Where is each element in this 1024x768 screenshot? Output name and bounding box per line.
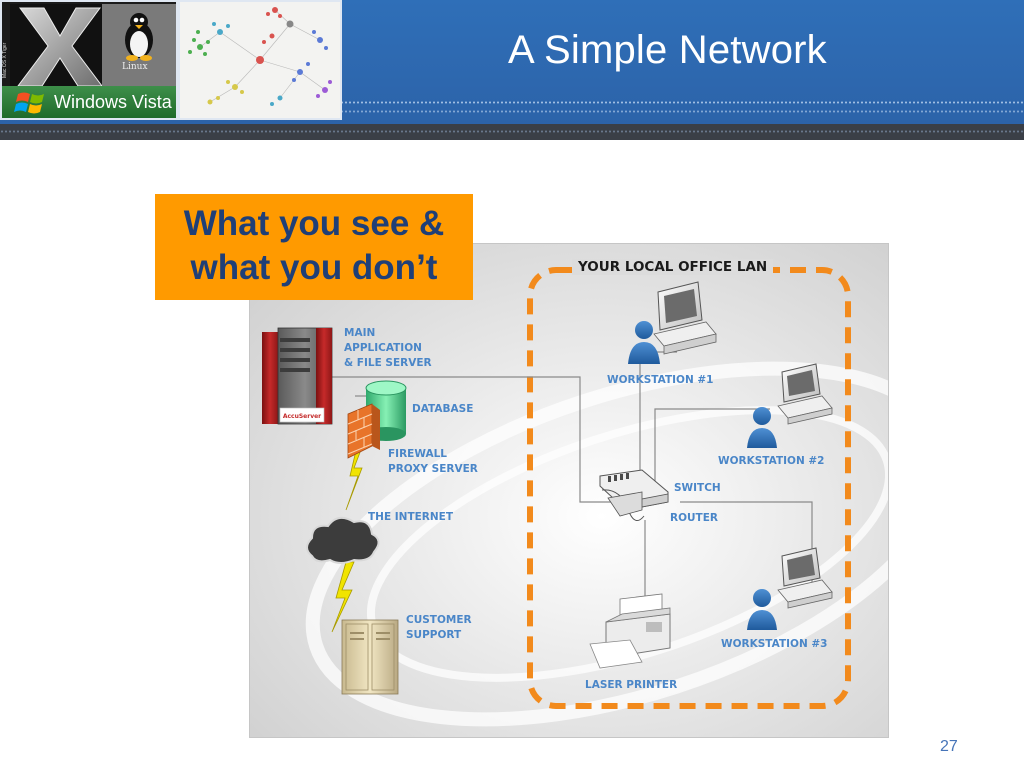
diagram-canvas: AccuServer <box>250 244 888 737</box>
workstation-2-icon <box>747 363 833 448</box>
page-number: 27 <box>940 738 958 755</box>
server-badge: AccuServer <box>283 413 321 420</box>
workstation-1-label: WORKSTATION #1 <box>607 374 714 386</box>
main-server-label-line: APPLICATION <box>344 342 422 354</box>
windows-flag-icon <box>14 92 44 114</box>
os-logos-image: Mac OS X Tiger Linux <box>0 0 178 120</box>
laser-printer-label: LASER PRINTER <box>585 679 678 691</box>
workstation-3-label: WORKSTATION #3 <box>721 638 828 650</box>
switch-label: SWITCH <box>674 482 721 494</box>
laser-printer-icon <box>589 593 671 669</box>
vista-label: Windows Vista <box>54 92 172 112</box>
callout-box: What you see & what you don’t <box>155 194 473 300</box>
callout-line-2: what you don’t <box>190 248 438 287</box>
router-label: ROUTER <box>670 512 718 524</box>
workstation-3-icon <box>747 547 833 630</box>
header-dot-rule <box>340 110 1024 113</box>
header-dot-rule <box>340 101 1024 104</box>
workstation-2-label: WORKSTATION #2 <box>718 455 825 467</box>
internet-label: THE INTERNET <box>368 511 454 523</box>
windows-vista-logo: Windows Vista <box>2 86 176 118</box>
workstation-1-icon <box>628 281 717 364</box>
main-server-label-line: & FILE SERVER <box>344 357 432 369</box>
slide-title: A Simple Network <box>508 28 827 72</box>
callout-line-1: What you see & <box>183 204 445 243</box>
main-server-icon: AccuServer <box>262 327 333 425</box>
firewall-label-line: PROXY SERVER <box>388 463 478 475</box>
customer-support-label-line: SUPPORT <box>406 629 462 641</box>
network-graph-visualization <box>188 7 332 106</box>
customer-support-label: CUSTOMER SUPPORT <box>406 613 472 643</box>
lan-title: YOUR LOCAL OFFICE LAN <box>572 259 774 275</box>
main-server-label-line: MAIN <box>344 327 376 339</box>
penguin-icon <box>125 13 153 61</box>
header-dot-rule <box>0 130 1024 133</box>
customer-support-computer-icon <box>341 619 399 695</box>
network-diagram: AccuServer <box>249 243 889 738</box>
slide-header: Mac OS X Tiger Linux <box>0 0 1024 140</box>
lightning-bolt-icon <box>331 561 355 633</box>
mac-os-x-logo <box>10 4 110 88</box>
database-label: DATABASE <box>412 403 474 415</box>
linux-logo: Linux <box>102 4 176 86</box>
firewall-label: FIREWALL PROXY SERVER <box>388 447 478 477</box>
main-server-label: MAIN APPLICATION & FILE SERVER <box>344 326 432 371</box>
network-graph-image <box>178 0 342 120</box>
switch-router-icon <box>599 469 669 521</box>
linux-label: Linux <box>122 62 148 72</box>
firewall-label-line: FIREWALL <box>388 448 447 460</box>
customer-support-label-line: CUSTOMER <box>406 614 472 626</box>
firewall-icon <box>347 403 380 459</box>
internet-cloud-icon <box>306 516 380 564</box>
